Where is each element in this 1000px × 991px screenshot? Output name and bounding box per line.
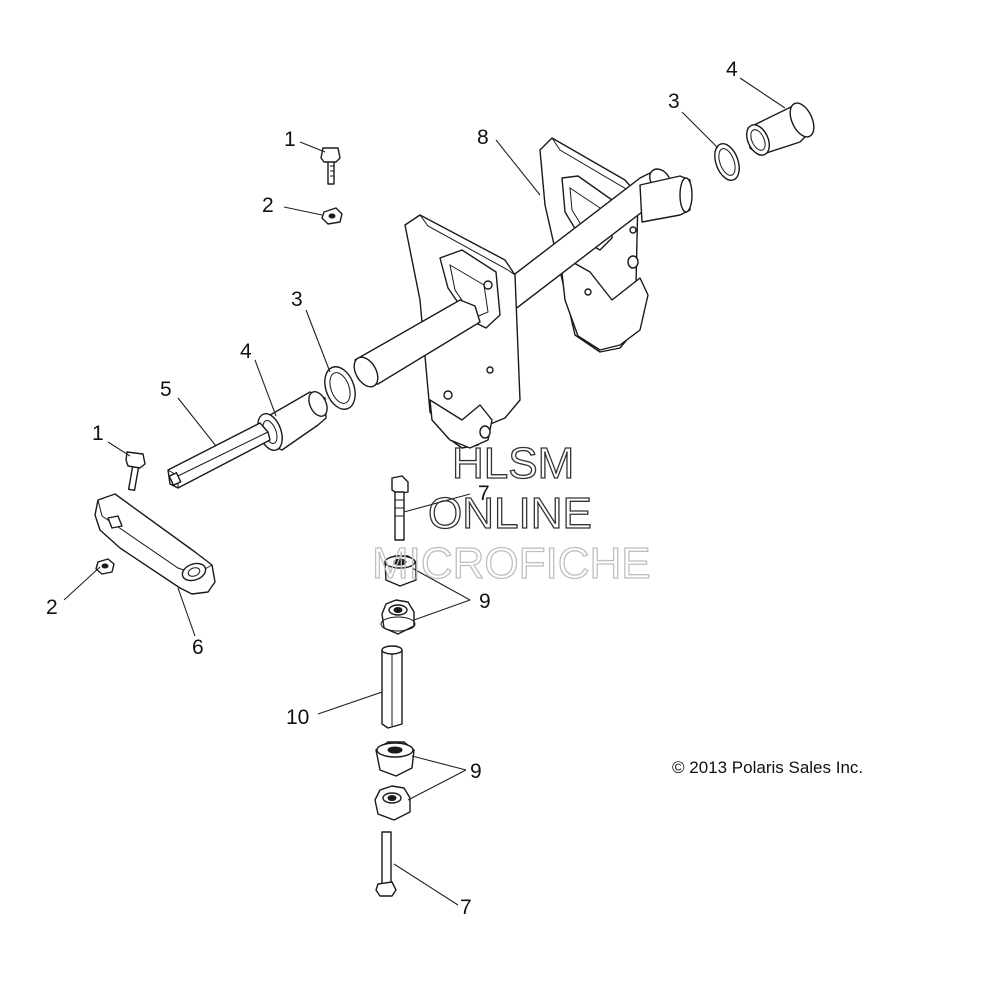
callout-7-lower: 7 xyxy=(460,896,472,919)
watermark-line1: HLSM xyxy=(452,439,574,488)
bushing-rear-part xyxy=(745,102,815,156)
flange-nut-lower-part xyxy=(374,785,411,821)
leader-lines xyxy=(63,77,786,906)
callout-5: 5 xyxy=(160,378,172,401)
callout-10: 10 xyxy=(286,706,309,729)
ring-front-part xyxy=(324,366,356,410)
bracket-assembly-part xyxy=(353,137,693,449)
callout-9-upper: 9 xyxy=(479,590,491,613)
nut-left-part xyxy=(95,558,115,575)
square-shaft-part xyxy=(167,422,271,489)
spacer-tube-part xyxy=(381,645,403,729)
watermark-line2: ONLINE xyxy=(428,489,592,538)
callout-7-upper: 7 xyxy=(478,482,490,505)
callout-2-left: 2 xyxy=(46,596,58,619)
bushing-front-part xyxy=(257,391,328,451)
callout-1-left: 1 xyxy=(92,422,104,445)
watermark: HLSM ONLINE MICROFICHE xyxy=(371,438,651,588)
callout-4-rear: 4 xyxy=(726,58,738,81)
lever-arm-part xyxy=(94,493,216,595)
isolator-upper-part xyxy=(384,555,417,587)
isolator-lower-part xyxy=(375,741,415,777)
callout-labels: 1 2 3 4 5 4 3 8 1 2 6 7 9 10 9 7 xyxy=(46,58,738,919)
callout-8: 8 xyxy=(477,126,489,149)
watermark-line3: MICROFICHE xyxy=(372,539,651,588)
callout-6: 6 xyxy=(192,636,204,659)
nut-top-part xyxy=(321,207,343,225)
copyright-notice: © 2013 Polaris Sales Inc. xyxy=(672,758,864,777)
flange-nut-upper-part xyxy=(380,599,416,635)
ring-rear-part xyxy=(714,143,740,181)
callout-3-rear: 3 xyxy=(668,90,680,113)
callout-4-front: 4 xyxy=(240,340,252,363)
callout-2-top: 2 xyxy=(262,194,274,217)
bolt-upper-part xyxy=(391,475,409,541)
bolt-top-part xyxy=(320,147,341,185)
callout-9-lower: 9 xyxy=(470,760,482,783)
bolt-lower-part xyxy=(375,831,397,897)
callout-3-front: 3 xyxy=(291,288,303,311)
bolt-left-part xyxy=(125,451,146,492)
callout-1-top: 1 xyxy=(284,128,296,151)
